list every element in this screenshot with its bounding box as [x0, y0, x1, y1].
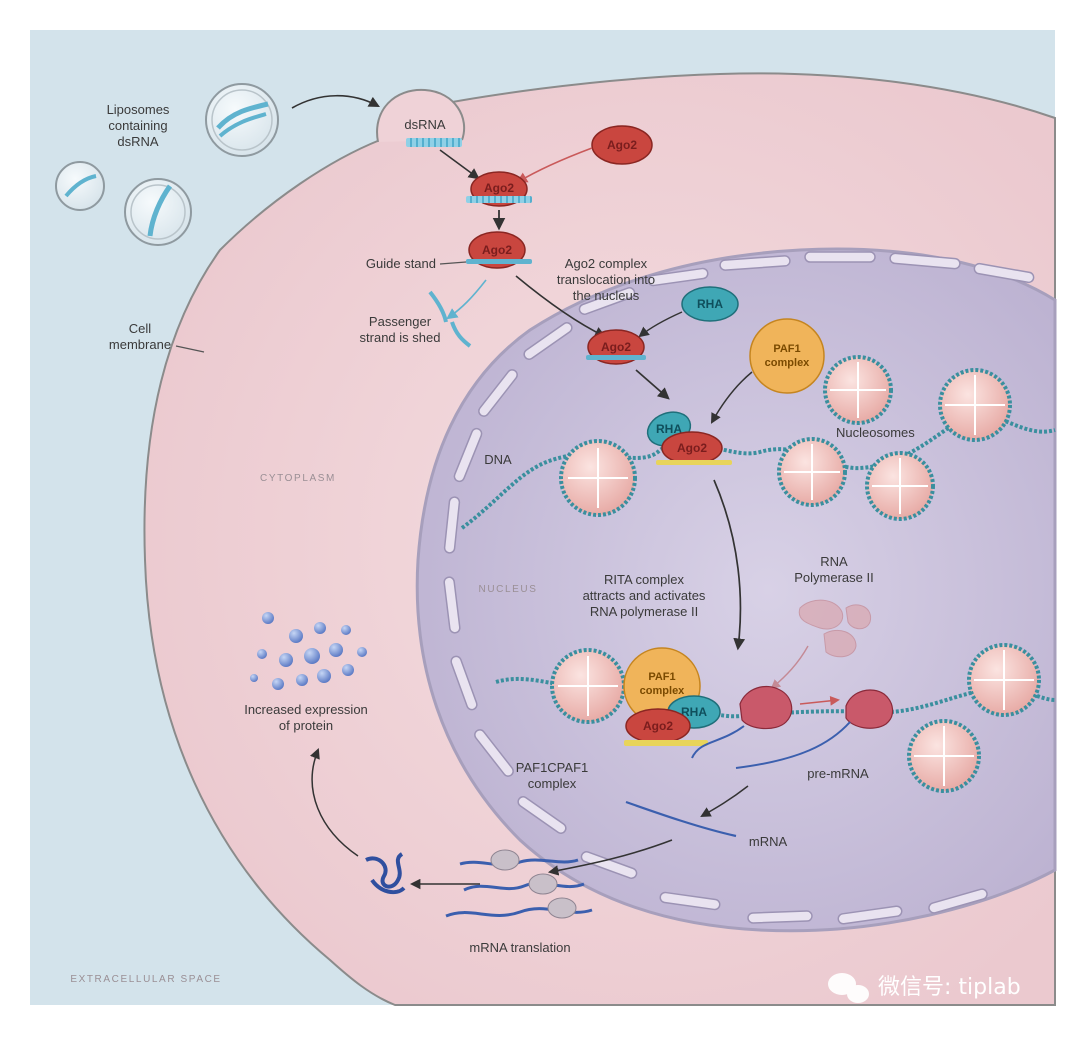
wechat-icon: [828, 973, 869, 1003]
rha-lower-label: RHA: [681, 705, 707, 719]
rha-free: RHA: [681, 286, 739, 322]
protein-expression-arrow: [310, 748, 359, 857]
watermark-text: 微信号: tiplab: [878, 975, 1021, 1000]
nucleosomes-label: Nucleosomes: [836, 425, 915, 440]
pre-mrna-strand: [691, 725, 745, 759]
guide-strand-label: Guide stand: [366, 256, 436, 271]
ago2-loaded-label: Ago2: [484, 181, 514, 195]
paf1cpaf1-label-2: complex: [528, 776, 577, 791]
rna-pol-label-2: Polymerase II: [794, 570, 873, 585]
rita-label-1: RITA complex: [604, 572, 684, 587]
paf1-recruit-arrow: [710, 371, 753, 424]
guide-strand-leader: [439, 261, 467, 265]
increased-expression-label-2: of protein: [279, 718, 333, 733]
pre-mrna-strand: [735, 721, 851, 769]
cell-membrane-leader: [175, 345, 205, 353]
ago2-lower-label: Ago2: [643, 719, 673, 733]
paf1-bound-label-1: PAF1: [648, 671, 675, 683]
translocation-label-3: the nucleus: [573, 288, 640, 303]
paf1-bound-label-2: complex: [640, 685, 686, 697]
nucleus: [415, 247, 1057, 933]
membrane-vesicle: [376, 88, 466, 143]
liposome-medium: [124, 178, 192, 246]
ago2-nuclear: Ago2: [586, 329, 646, 365]
nucleosome: [865, 451, 935, 521]
watermark: 微信号: tiplab: [828, 973, 1021, 1003]
nucleosome: [907, 719, 981, 793]
ago2-rha-bound: RHA Ago2: [646, 411, 732, 465]
rna-polymerase-free: [798, 599, 872, 658]
liposomes-label-1: Liposomes: [107, 102, 170, 117]
ago2-guide: Ago2: [466, 231, 532, 269]
ribosome: [490, 849, 577, 919]
passenger-label-1: Passenger: [369, 314, 432, 329]
rna-pol-label-1: RNA: [820, 554, 848, 569]
rha-free-label: RHA: [697, 297, 723, 311]
nucleosome: [777, 437, 847, 507]
dsrna-label: dsRNA: [404, 117, 446, 132]
ago2-free: Ago2: [591, 125, 653, 165]
translocation-arrow: [515, 275, 607, 338]
mrna-strand: [625, 800, 737, 838]
rha-recruit-arrow: [638, 311, 683, 338]
cell-membrane-label-1: Cell: [129, 321, 152, 336]
polymerase-move-arrow: [799, 695, 840, 706]
ago2-bound-label: Ago2: [677, 441, 707, 455]
extracellular-label: EXTRACELLULAR SPACE: [70, 974, 221, 985]
nucleosome: [938, 368, 1012, 442]
ago2-loaded: Ago2: [466, 171, 532, 207]
cell-membrane-label-2: membrane: [109, 337, 171, 352]
rita-complex-bound: PAF1 complex RHA Ago2: [623, 647, 721, 746]
paf1cpaf1-label-1: PAF1CPAF1: [516, 760, 588, 775]
pre-mrna-label: pre-mRNA: [807, 766, 869, 781]
liposomes-label-3: dsRNA: [117, 134, 159, 149]
splicing-arrow: [700, 785, 749, 818]
rna-pol-recruit-arrow: [770, 645, 809, 690]
nucleosome: [967, 643, 1041, 717]
mrna-label: mRNA: [749, 834, 788, 849]
ago2-guide-label: Ago2: [482, 243, 512, 257]
export-arrow: [547, 839, 673, 876]
liposomes-label-2: containing: [108, 118, 167, 133]
liposome-entry-arrow: [291, 94, 380, 109]
protein-product: [365, 852, 406, 895]
rita-label-2: attracts and activates: [583, 588, 706, 603]
mrna-translation-label: mRNA translation: [469, 940, 570, 955]
passenger-strand: [428, 290, 472, 348]
rita-label-3: RNA polymerase II: [590, 604, 698, 619]
translocation-label-2: translocation into: [557, 272, 655, 287]
rna-polymerase-engaged: [739, 685, 894, 730]
ago2-nuclear-label: Ago2: [601, 340, 631, 354]
dna-label: DNA: [484, 452, 512, 467]
ago2-to-dna-arrow: [635, 369, 670, 400]
ago2-recruit-arrow: [516, 147, 593, 184]
translocation-label-1: Ago2 complex: [565, 256, 648, 271]
passenger-arrow: [446, 279, 487, 320]
increased-expression-label-1: Increased expression: [244, 702, 368, 717]
passenger-label-2: strand is shed: [360, 330, 441, 345]
cytoplasm-label: CYTOPLASM: [260, 473, 336, 484]
paf1-complex-free: PAF1 complex: [749, 318, 825, 394]
nucleosome: [559, 439, 637, 517]
liposome-small: [55, 161, 105, 211]
rha-bound-label: RHA: [656, 422, 682, 436]
nuclear-envelope: [443, 251, 1035, 925]
paf1-free-label-2: complex: [765, 357, 811, 369]
dsrna-to-ago2-arrow: [439, 149, 480, 180]
protein-cluster: [250, 612, 367, 690]
liposome-large: [205, 83, 279, 157]
dsrna-strand: [406, 138, 462, 147]
activation-arrow: [713, 479, 746, 651]
nucleosome: [823, 355, 893, 425]
nucleosome: [550, 648, 626, 724]
nucleus-label: NUCLEUS: [479, 584, 538, 595]
ago2-free-label: Ago2: [607, 138, 637, 152]
paf1-free-label-1: PAF1: [773, 343, 800, 355]
